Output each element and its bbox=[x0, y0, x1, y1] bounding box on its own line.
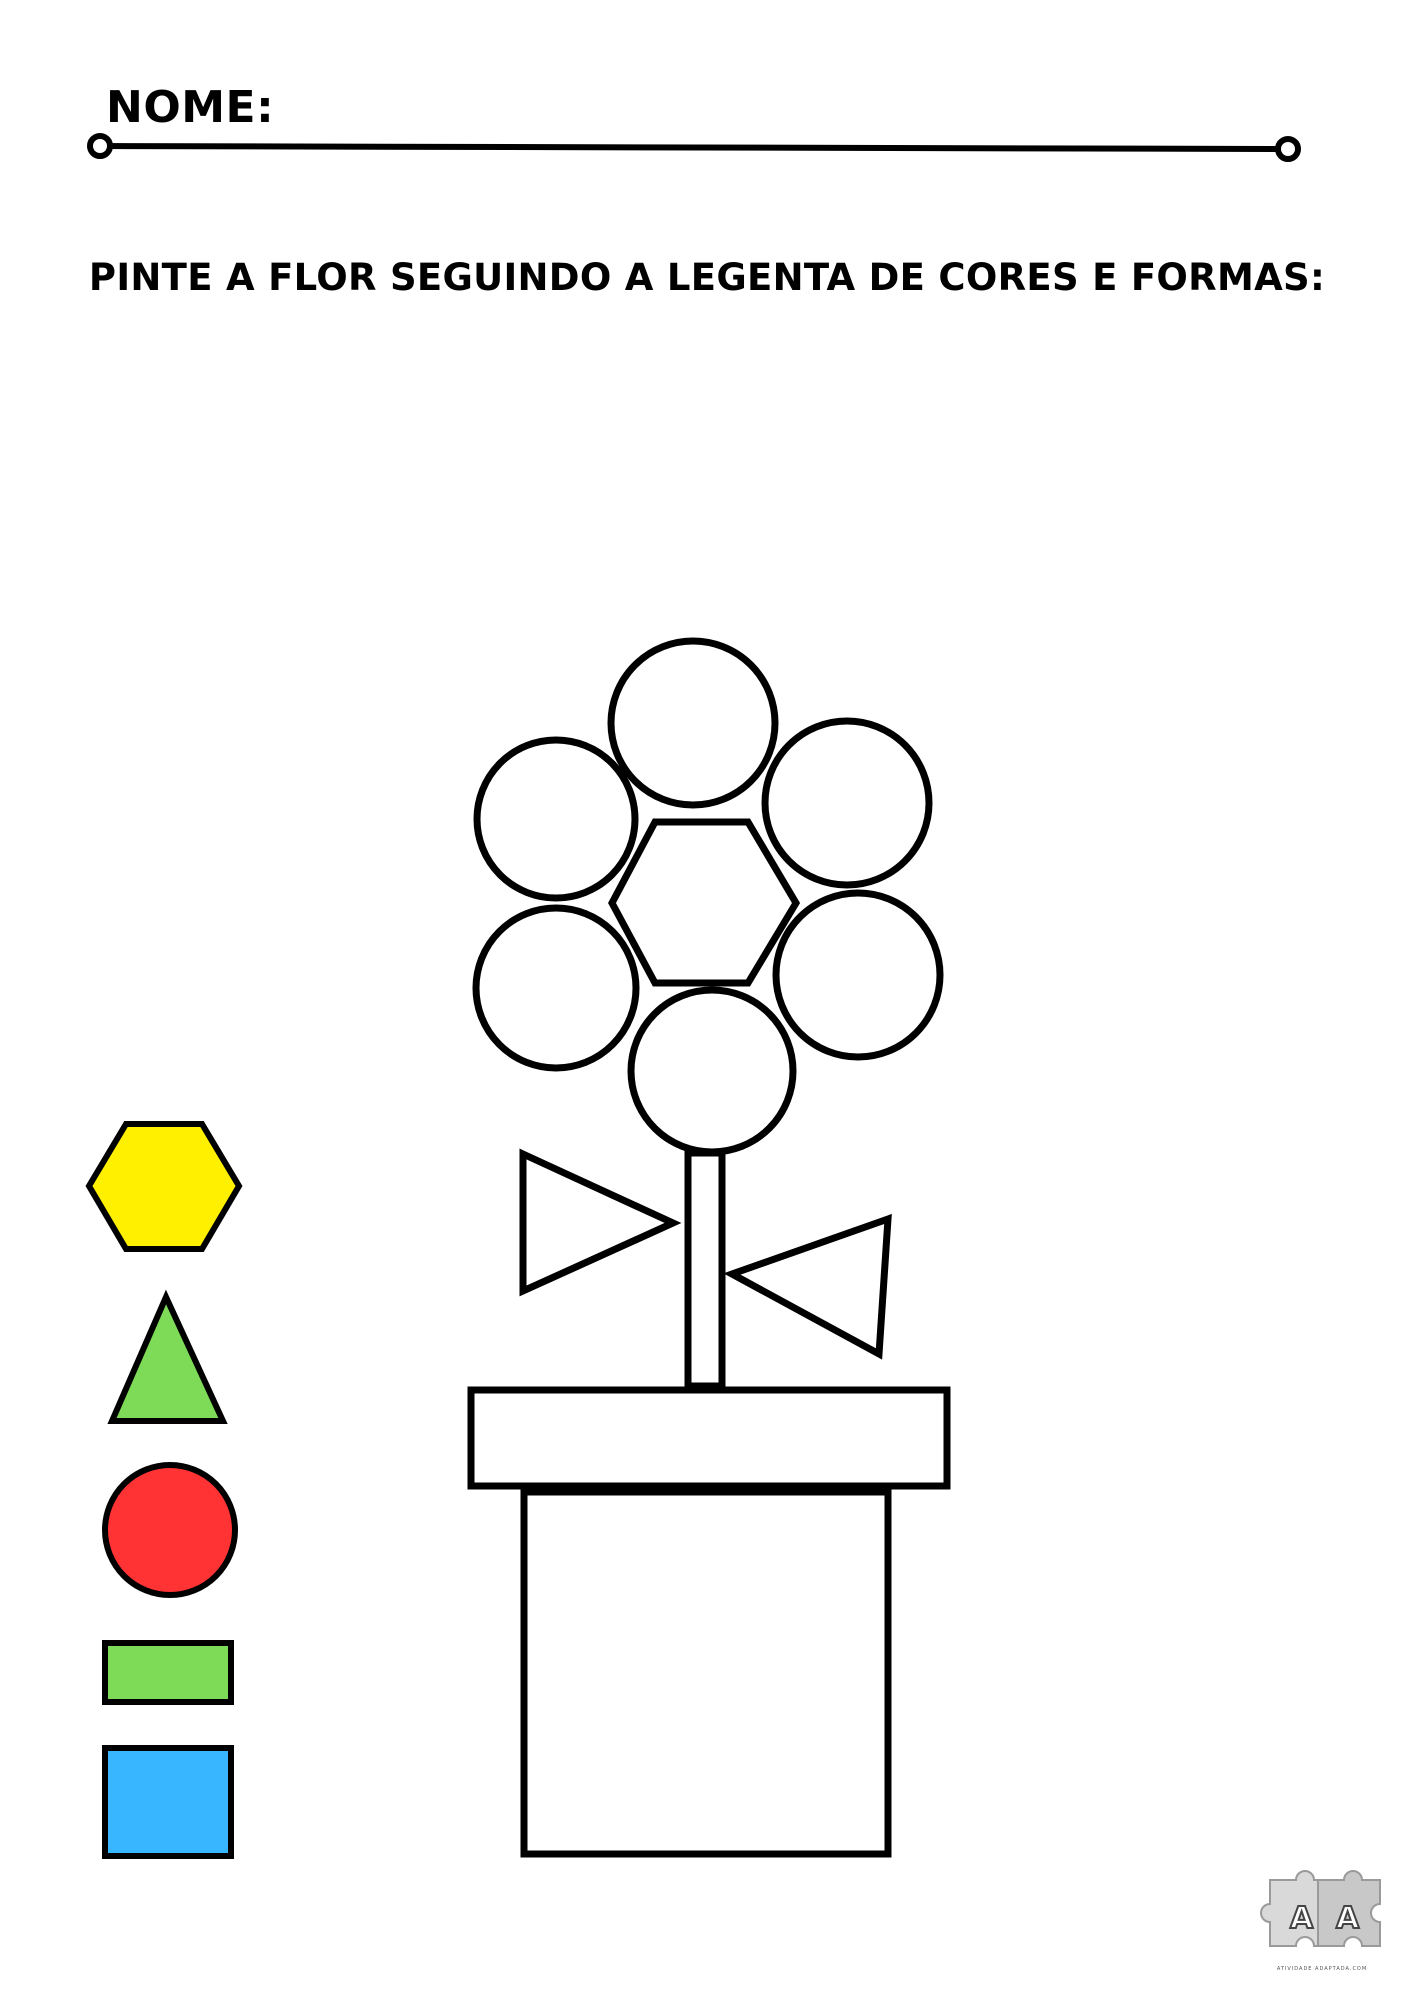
pot-body[interactable] bbox=[520, 1488, 892, 1858]
flower-stem[interactable] bbox=[684, 1149, 726, 1390]
color-legend bbox=[85, 1121, 243, 1859]
flower-drawing bbox=[467, 637, 951, 1858]
flower-petal-lower-right[interactable] bbox=[772, 889, 944, 1061]
pot-rim[interactable] bbox=[467, 1386, 951, 1490]
leaf-right-triangle[interactable] bbox=[723, 1213, 892, 1360]
name-line bbox=[87, 133, 1301, 162]
legend-square bbox=[102, 1745, 234, 1859]
flower-petal-bottom[interactable] bbox=[627, 986, 797, 1156]
puzzle-logo: A A bbox=[1260, 1870, 1381, 1947]
legend-rectangle bbox=[102, 1640, 234, 1705]
flower-petal-upper-right[interactable] bbox=[761, 717, 933, 889]
leaf-left-triangle[interactable] bbox=[519, 1148, 682, 1297]
legend-circle bbox=[102, 1462, 238, 1598]
flower-petal-lower-left[interactable] bbox=[472, 904, 640, 1072]
legend-triangle bbox=[107, 1289, 228, 1424]
flower-center-hexagon[interactable] bbox=[608, 818, 801, 987]
logo-caption: ATIVIDADE ADAPTADA.COM bbox=[1276, 1966, 1368, 1972]
name-label: NOME: bbox=[106, 82, 275, 133]
flower-petal-upper-left[interactable] bbox=[473, 736, 639, 902]
flower-petal-top[interactable] bbox=[607, 637, 779, 809]
legend-hexagon bbox=[85, 1121, 243, 1252]
svg-text:A: A bbox=[1336, 1901, 1360, 1936]
instruction-text: PINTE A FLOR SEGUINDO A LEGENTA DE CORES… bbox=[88, 256, 1326, 299]
svg-text:A: A bbox=[1290, 1901, 1314, 1936]
